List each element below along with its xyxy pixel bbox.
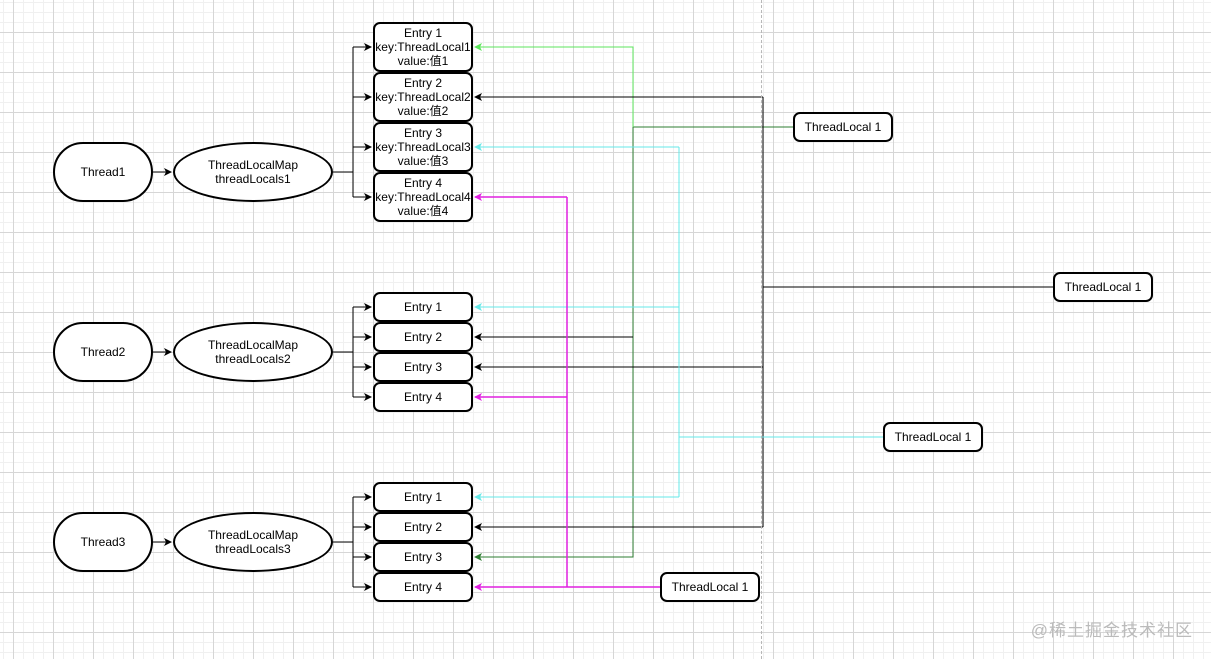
thread2-entry-1[interactable]: Entry 1	[373, 292, 473, 322]
thread2-threadlocalmap[interactable]: ThreadLocalMap threadLocals2	[173, 322, 333, 382]
thread2-node-label: Thread2	[80, 345, 126, 359]
tl-cyan-node[interactable]: ThreadLocal 1	[883, 422, 983, 452]
thread1-entry-2[interactable]: Entry 2 key:ThreadLocal2 value:值2	[373, 72, 473, 122]
tl-magenta-node[interactable]: ThreadLocal 1	[660, 572, 760, 602]
thread2-entry-4-label: Entry 4	[403, 390, 442, 404]
thread3-entry-4-label: Entry 4	[403, 580, 442, 594]
thread2-entry-1-label: Entry 1	[403, 300, 442, 314]
thread3-entry-1-label: Entry 1	[403, 490, 442, 504]
thread1-node[interactable]: Thread1	[53, 142, 153, 202]
thread2-entry-2-label: Entry 2	[403, 330, 442, 344]
thread1-threadlocalmap[interactable]: ThreadLocalMap threadLocals1	[173, 142, 333, 202]
thread1-entry-2-label: Entry 2 key:ThreadLocal2 value:值2	[375, 76, 471, 118]
thread2-entry-2[interactable]: Entry 2	[373, 322, 473, 352]
thread3-threadlocalmap-label: ThreadLocalMap threadLocals3	[207, 528, 299, 556]
thread2-entry-4[interactable]: Entry 4	[373, 382, 473, 412]
thread2-threadlocalmap-label: ThreadLocalMap threadLocals2	[207, 338, 299, 366]
thread2-node[interactable]: Thread2	[53, 322, 153, 382]
thread3-entry-2[interactable]: Entry 2	[373, 512, 473, 542]
thread1-entry-1-label: Entry 1 key:ThreadLocal1 value:值1	[375, 26, 471, 68]
thread3-threadlocalmap[interactable]: ThreadLocalMap threadLocals3	[173, 512, 333, 572]
thread1-entry-1[interactable]: Entry 1 key:ThreadLocal1 value:值1	[373, 22, 473, 72]
thread3-entry-2-label: Entry 2	[403, 520, 442, 534]
tl-black-node[interactable]: ThreadLocal 1	[1053, 272, 1153, 302]
thread3-entry-3-label: Entry 3	[403, 550, 442, 564]
thread1-entry-4-label: Entry 4 key:ThreadLocal4 value:值4	[375, 176, 471, 218]
thread1-entry-4[interactable]: Entry 4 key:ThreadLocal4 value:值4	[373, 172, 473, 222]
green-to-thread1-entry1	[474, 43, 634, 127]
thread2-entry-3-label: Entry 3	[403, 360, 442, 374]
thread2-entry-3[interactable]: Entry 3	[373, 352, 473, 382]
thread1-entry-3-label: Entry 3 key:ThreadLocal3 value:值3	[375, 126, 471, 168]
thread3-node-label: Thread3	[80, 535, 126, 549]
thread3-entry-1[interactable]: Entry 1	[373, 482, 473, 512]
thread1-entry-3[interactable]: Entry 3 key:ThreadLocal3 value:值3	[373, 122, 473, 172]
tl-magenta-node-label: ThreadLocal 1	[671, 580, 749, 594]
tl-green-node[interactable]: ThreadLocal 1	[793, 112, 893, 142]
thread3-entry-3[interactable]: Entry 3	[373, 542, 473, 572]
thread1-node-label: Thread1	[80, 165, 126, 179]
page-break-line	[761, 0, 762, 659]
watermark: @稀土掘金技术社区	[1030, 621, 1193, 640]
thread3-node[interactable]: Thread3	[53, 512, 153, 572]
thread1-threadlocalmap-label: ThreadLocalMap threadLocals1	[207, 158, 299, 186]
tl-black-node-label: ThreadLocal 1	[1064, 280, 1142, 294]
thread3-entry-4[interactable]: Entry 4	[373, 572, 473, 602]
green-to-thread3-entry3	[474, 127, 634, 561]
tl-green-node-label: ThreadLocal 1	[804, 120, 882, 134]
tl-cyan-node-label: ThreadLocal 1	[894, 430, 972, 444]
